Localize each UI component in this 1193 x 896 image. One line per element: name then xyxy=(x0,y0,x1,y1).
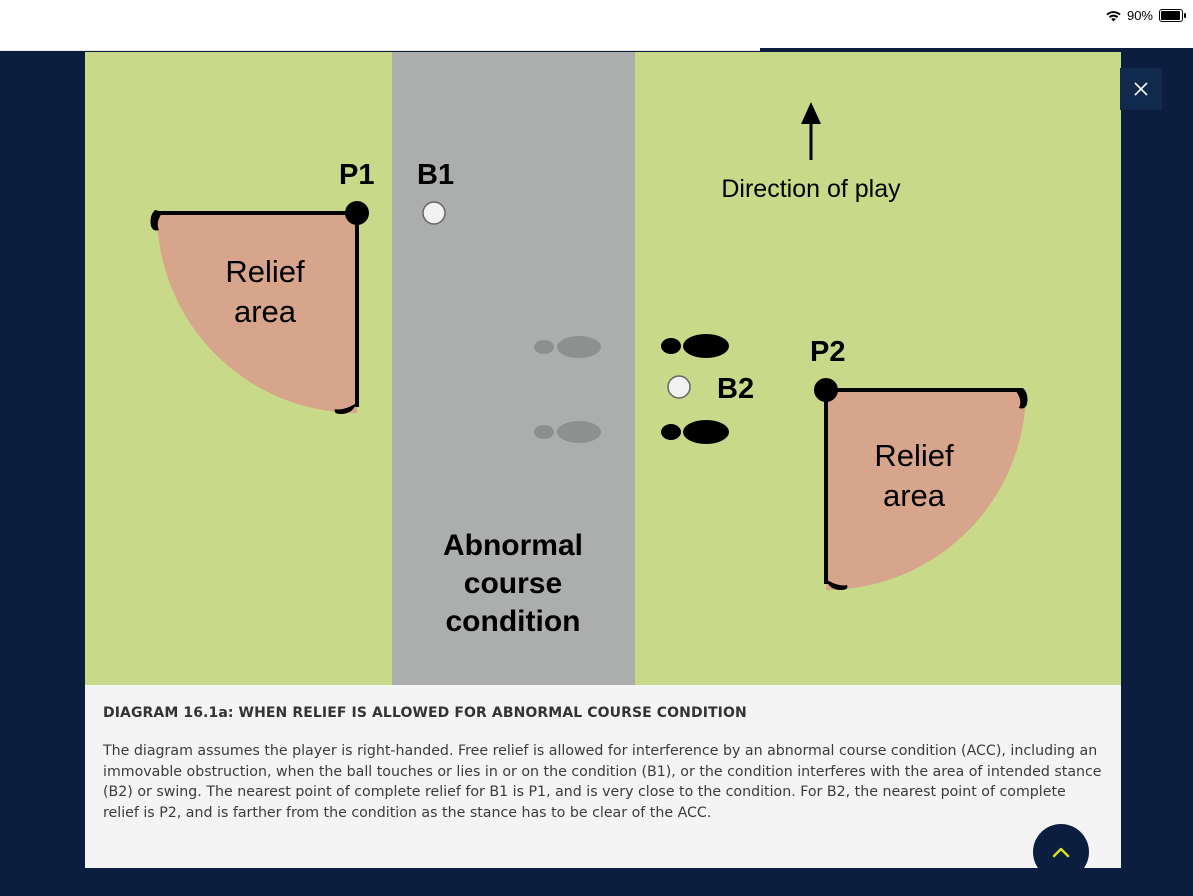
label-relief-left-1: Relief xyxy=(225,254,305,289)
caption-body: The diagram assumes the player is right-… xyxy=(103,743,1102,821)
ball-b2 xyxy=(667,375,691,399)
label-acc-3: condition xyxy=(446,605,581,638)
tee-mark-right-top xyxy=(1015,388,1028,409)
label-relief-left-2: area xyxy=(234,294,297,329)
caption-title: DIAGRAM 16.1a: WHEN RELIEF IS ALLOWED FO… xyxy=(103,705,747,721)
label-b2: B2 xyxy=(717,373,754,405)
direction-arrow-head xyxy=(801,102,821,124)
point-p2 xyxy=(814,378,838,402)
close-button[interactable] xyxy=(1120,68,1162,110)
label-relief-right-1: Relief xyxy=(874,438,954,473)
relief-area-left xyxy=(157,213,357,413)
label-acc-1: Abnormal xyxy=(443,529,583,562)
ball-b1 xyxy=(422,201,446,225)
scroll-to-top-button[interactable] xyxy=(1033,824,1089,880)
status-indicators: 90% xyxy=(1106,8,1186,23)
shoe-prints-gray xyxy=(534,336,601,443)
battery-icon xyxy=(1159,9,1186,22)
label-acc-2: course xyxy=(464,567,562,600)
tee-mark-left-top xyxy=(150,210,163,231)
abnormal-course-condition-strip xyxy=(392,52,635,685)
label-p1: P1 xyxy=(339,159,374,191)
close-icon xyxy=(1134,82,1148,96)
battery-percent: 90% xyxy=(1126,8,1153,23)
diagram-drawing: P1 B1 P2 B2 Relief area Relief area Dire… xyxy=(150,102,1028,638)
diagram-image: P1 B1 P2 B2 Relief area Relief area Dire… xyxy=(85,52,1121,685)
tee-mark-right-bottom xyxy=(827,580,848,590)
label-b1: B1 xyxy=(417,159,454,191)
diagram-caption: DIAGRAM 16.1a: WHEN RELIEF IS ALLOWED FO… xyxy=(85,685,1121,868)
chevron-up-icon xyxy=(1052,847,1070,858)
address-bar-fragment xyxy=(0,0,760,51)
point-p1 xyxy=(345,201,369,225)
tee-mark-left-bottom xyxy=(334,404,355,414)
label-p2: P2 xyxy=(810,336,845,368)
label-direction-of-play: Direction of play xyxy=(721,175,901,203)
relief-area-right xyxy=(826,390,1026,590)
status-bar: 90% xyxy=(0,0,1193,51)
shoe-prints-black xyxy=(661,334,729,444)
wifi-icon xyxy=(1106,10,1121,21)
label-relief-right-2: area xyxy=(883,478,946,513)
